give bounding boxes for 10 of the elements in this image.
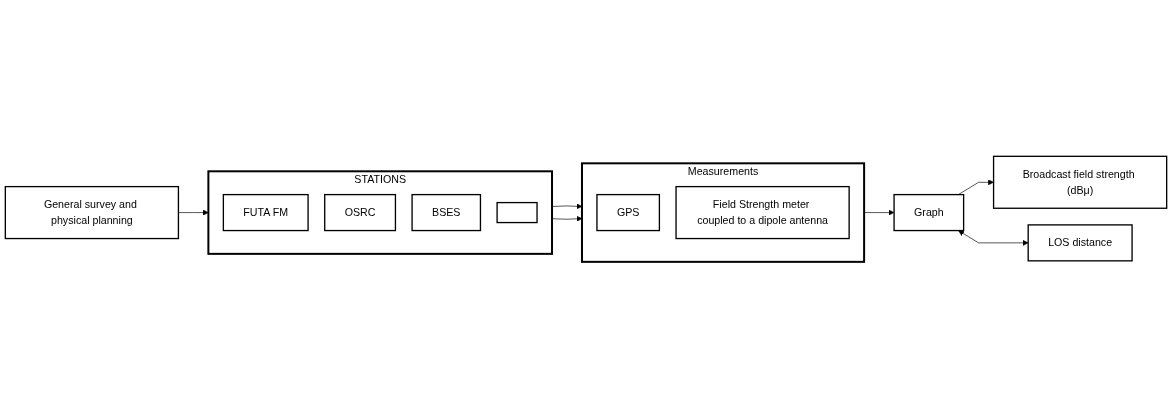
node-box — [496, 202, 538, 224]
node-box: Graph — [893, 194, 965, 232]
node-box: LOS distance — [1027, 224, 1133, 262]
node-box: OSRC — [324, 194, 397, 232]
node-box: Broadcast field strength (dBμ) — [992, 156, 1168, 210]
node-box: BSES — [411, 194, 482, 232]
node-box: FUTA FM — [222, 194, 309, 232]
node-box: GPS — [596, 194, 661, 232]
node-box: General survey and physical planning — [4, 186, 180, 240]
node-box: Field Strength meter coupled to a dipole antenna — [675, 186, 850, 240]
